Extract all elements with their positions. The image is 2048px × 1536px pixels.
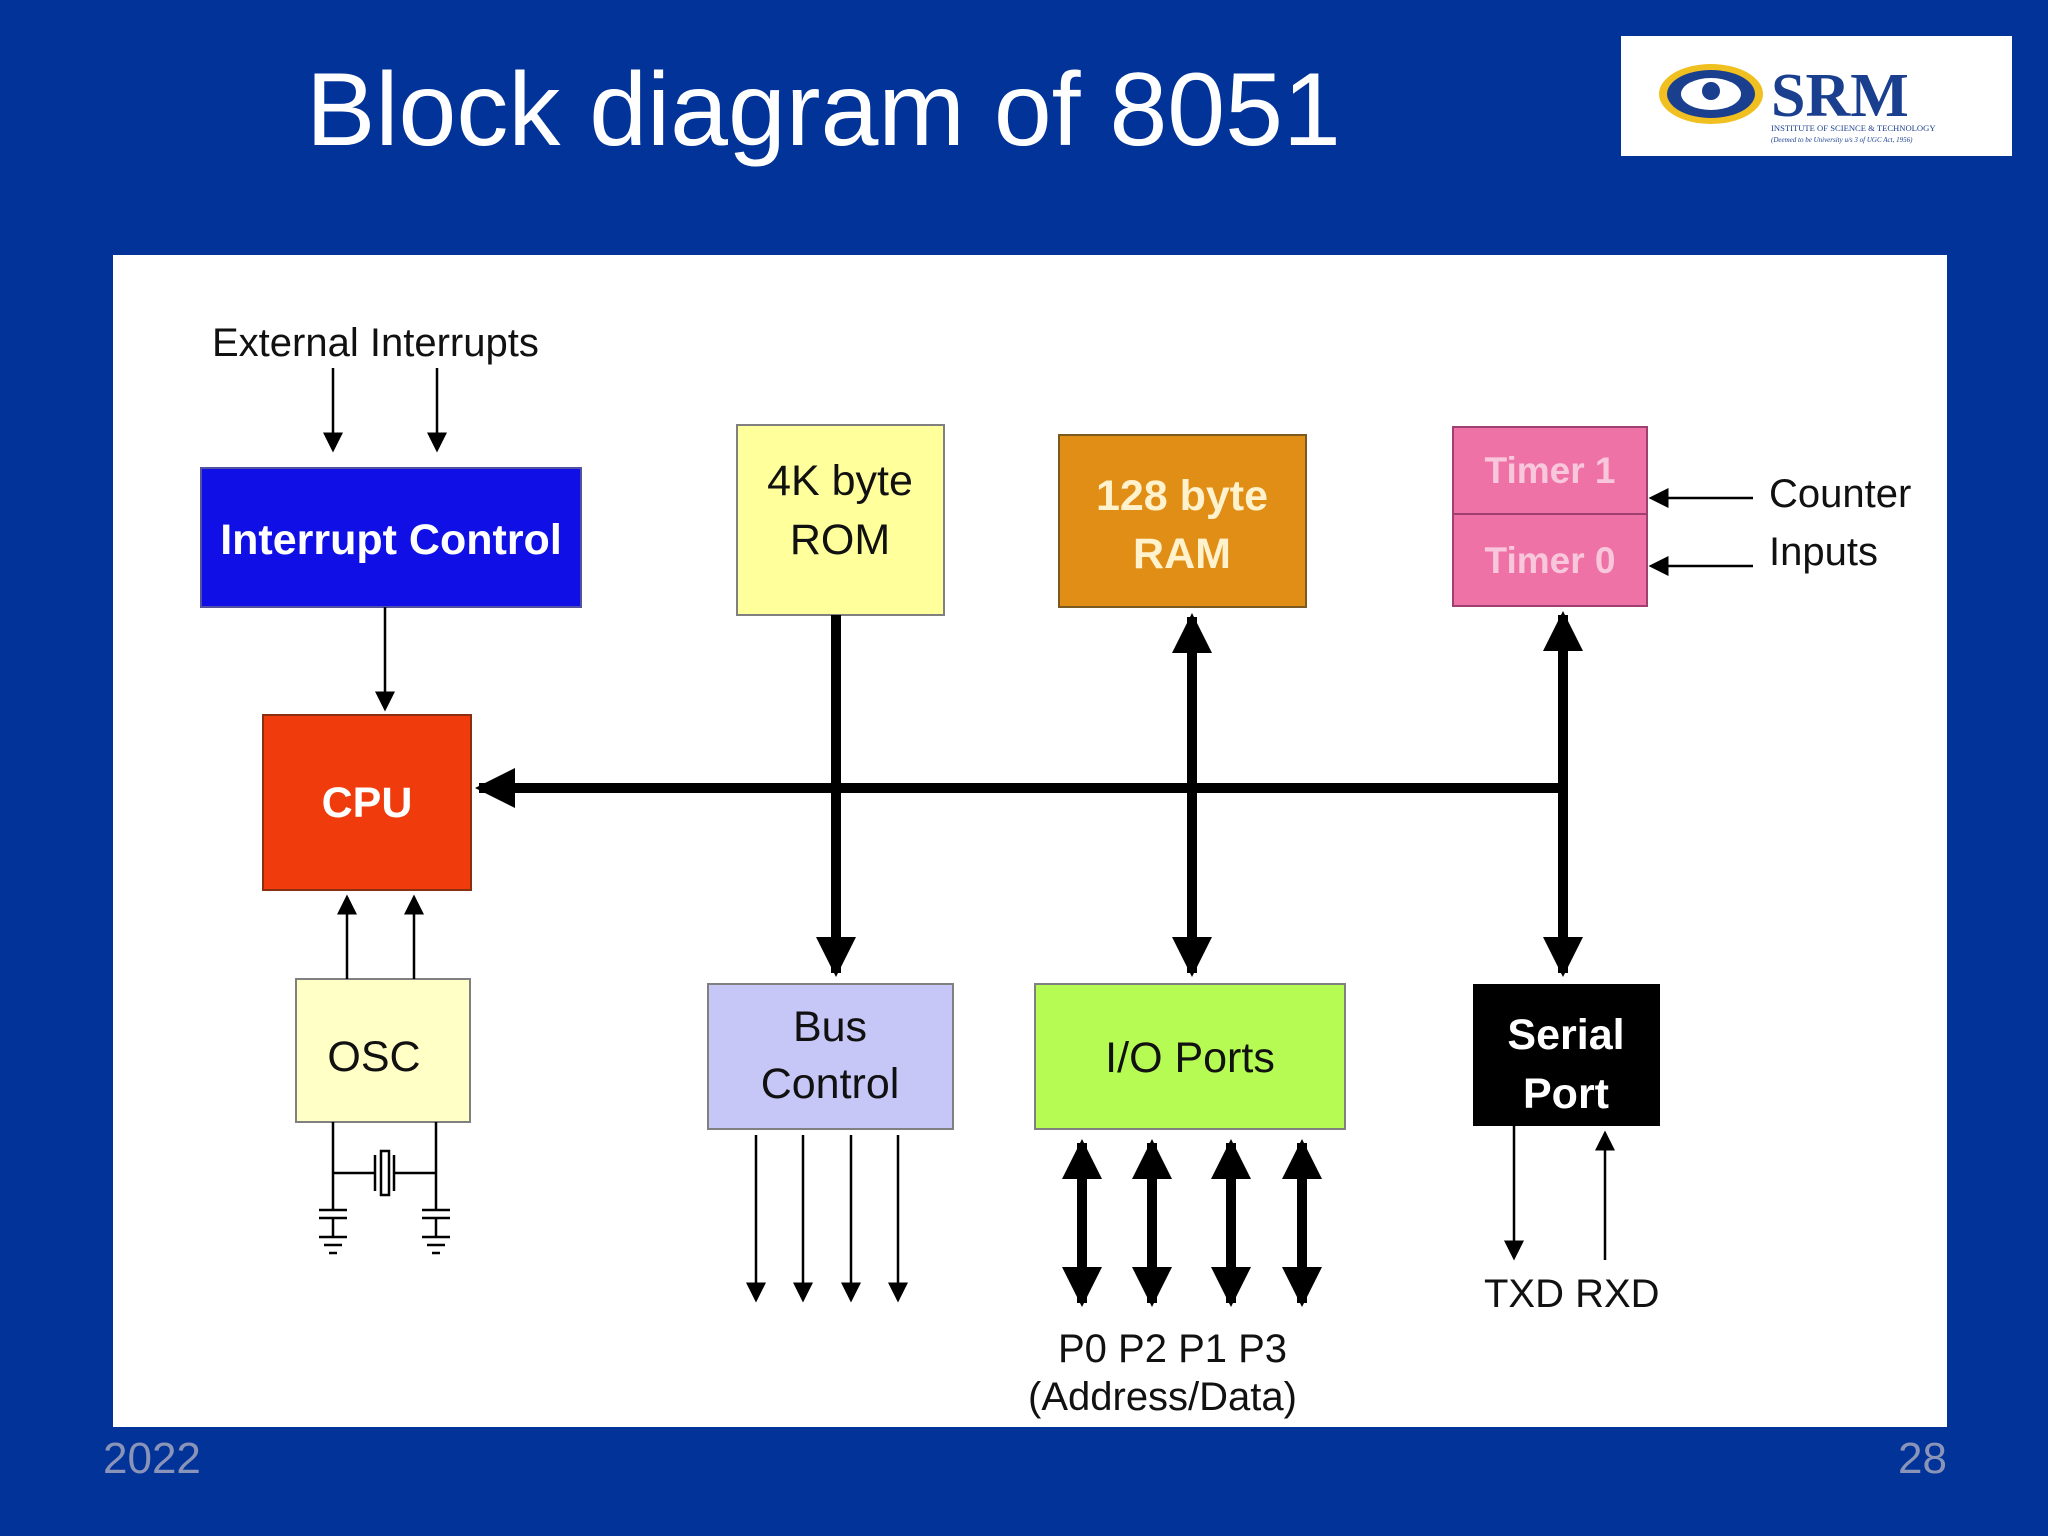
ram-label-line2: RAM <box>1133 530 1231 578</box>
rom-label-line2: ROM <box>790 516 890 564</box>
block-diagram: External Interrupts Interrupt Control CP… <box>113 255 1947 1427</box>
timer-block: Timer 1 Timer 0 <box>1452 426 1648 607</box>
slide-number: 28 <box>1898 1434 1947 1483</box>
srm-logo-line1: INSTITUTE OF SCIENCE & TECHNOLOGY <box>1771 123 1936 133</box>
ports-label: P0 P2 P1 P3 <box>1058 1327 1287 1371</box>
serial-port-label-line2: Port <box>1523 1070 1609 1118</box>
slide-title: Block diagram of 8051 <box>306 52 1341 168</box>
ram-label-line1: 128 byte <box>1096 472 1268 520</box>
srm-logo-name: SRM <box>1771 62 1909 130</box>
cpu-label: CPU <box>322 779 413 827</box>
address-data-label: (Address/Data) <box>1028 1375 1297 1419</box>
srm-logo-line2: (Deemed to be University u/s 3 of UGC Ac… <box>1771 136 1913 144</box>
external-interrupts-label: External Interrupts <box>212 321 539 365</box>
rom-label-line1: 4K byte <box>767 457 913 505</box>
port-bus-arrows <box>1062 1138 1322 1308</box>
footer-year: 2022 <box>103 1434 201 1483</box>
timer0-label: Timer 0 <box>1485 540 1616 581</box>
txd-rxd-label: TXD RXD <box>1484 1272 1660 1316</box>
cpu-block: CPU <box>262 714 472 891</box>
rom-block: 4K byte ROM <box>736 424 945 616</box>
bus-control-block: Bus Control <box>707 983 954 1130</box>
interrupt-control-label: Interrupt Control <box>220 516 562 564</box>
bus-control-label-line2: Control <box>761 1060 900 1108</box>
bus-control-outputs <box>746 1135 908 1303</box>
osc-block: OSC <box>295 978 471 1123</box>
io-ports-block: I/O Ports <box>1034 983 1346 1130</box>
srm-logo: SRM INSTITUTE OF SCIENCE & TECHNOLOGY (D… <box>1621 36 2012 156</box>
timer0-block <box>1452 513 1648 607</box>
timer1-block <box>1452 426 1648 515</box>
bus-control-label-line1: Bus <box>793 1003 867 1051</box>
osc-label: OSC <box>327 1033 420 1081</box>
counter-label-line1: Counter <box>1769 472 1911 516</box>
serial-port-label-line1: Serial <box>1507 1011 1624 1059</box>
ram-block: 128 byte RAM <box>1058 434 1307 608</box>
counter-label-line2: Inputs <box>1769 530 1878 574</box>
timer1-label: Timer 1 <box>1485 450 1616 491</box>
interrupt-control-block: Interrupt Control <box>200 467 582 608</box>
serial-port-block: Serial Port <box>1473 984 1660 1126</box>
io-ports-label: I/O Ports <box>1105 1034 1275 1082</box>
crystal-circuit <box>319 1122 450 1255</box>
srm-seal-icon <box>1659 64 1763 124</box>
